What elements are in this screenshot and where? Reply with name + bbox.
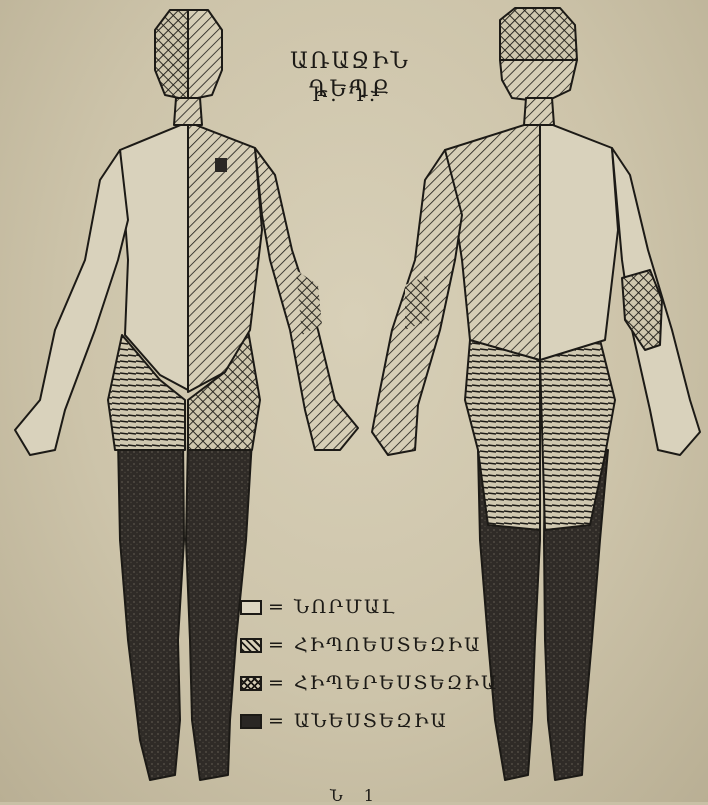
back-head-upper: [500, 8, 577, 60]
legend-item-hyperesthesia: = ՀԻՊԵՐԵՍՏԵԶԻԱ: [240, 664, 510, 702]
front-neck: [174, 98, 202, 125]
legend-label: = ՀԻՊԵՐԵՍՏԵԶԻԱ: [268, 672, 498, 694]
back-buttock-left: [465, 340, 540, 530]
back-torso-left: [445, 120, 540, 360]
front-head-left: [155, 10, 188, 100]
front-head-right: [188, 10, 222, 100]
back-neck: [524, 98, 554, 125]
legend-item-normal: = ՆՈՐՄԱԼ: [240, 588, 510, 626]
anesthesia-swatch: [240, 714, 262, 729]
legend-item-hypoesthesia: = ՀԻՊՈԵՍՏԵԶԻԱ: [240, 626, 510, 664]
figure-caption: Ն 1: [330, 786, 382, 805]
legend: = ՆՈՐՄԱԼ = ՀԻՊՈԵՍՏԵԶԻԱ = ՀԻՊԵՐԵՍՏԵԶԻԱ = …: [240, 588, 510, 740]
figure-subtitle: Ի. Դ.: [300, 82, 390, 106]
hypoesthesia-swatch: [240, 638, 262, 653]
back-torso-right: [540, 120, 618, 360]
front-chest-spot: [215, 158, 227, 172]
legend-label: = ԱՆԵՍՏԵԶԻԱ: [268, 710, 448, 732]
normal-swatch: [240, 600, 262, 615]
back-head-lower: [500, 60, 577, 102]
front-left-leg: [118, 440, 184, 780]
legend-label: = ՆՈՐՄԱԼ: [268, 596, 396, 618]
legend-label: = ՀԻՊՈԵՍՏԵԶԻԱ: [268, 634, 482, 656]
hyperesthesia-swatch: [240, 676, 262, 691]
legend-item-anesthesia: = ԱՆԵՍՏԵԶԻԱ: [240, 702, 510, 740]
